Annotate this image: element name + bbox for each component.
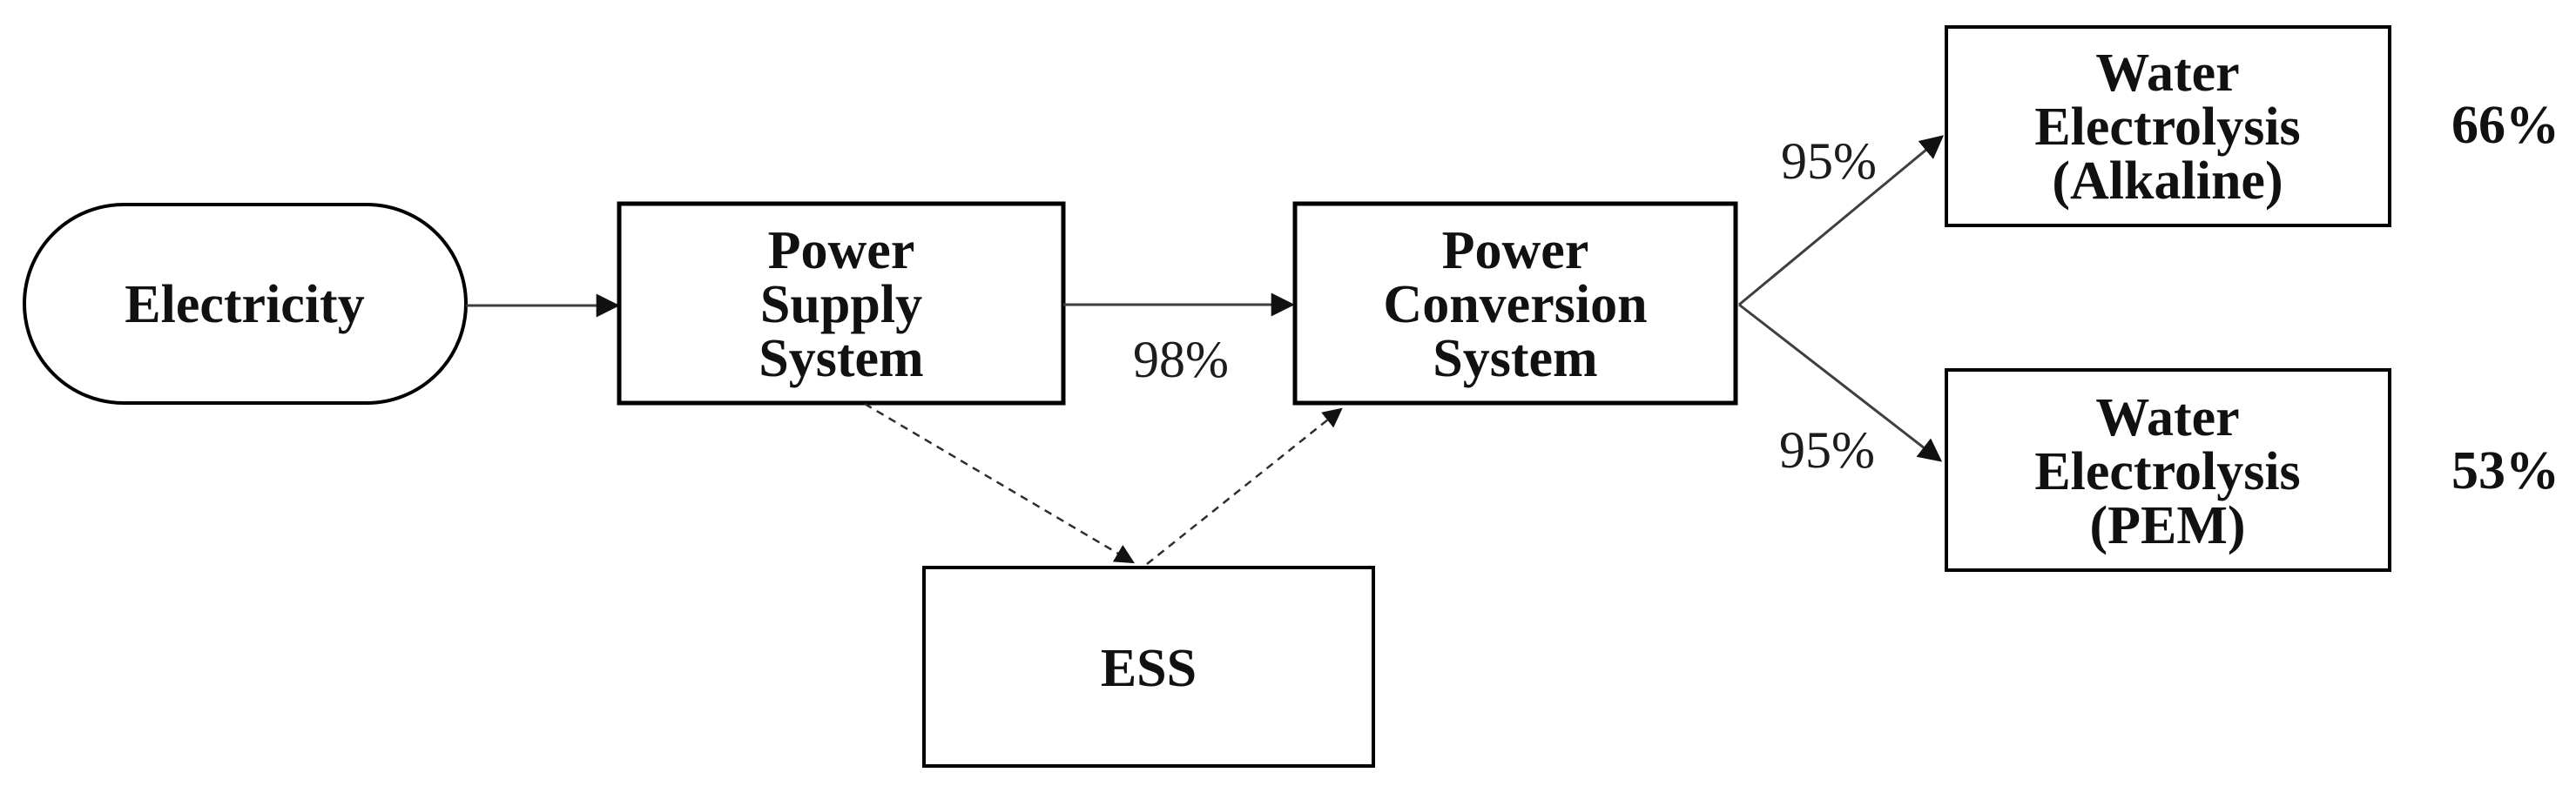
node-alkaline-label-line3: (Alkaline) (2052, 151, 2283, 211)
node-water-electrolysis-alkaline (1945, 25, 2391, 227)
efficiency-label-pem: 53% (2451, 441, 2559, 500)
edge-label-95-top: 95% (1781, 132, 1877, 190)
edge-label-95-bottom: 95% (1779, 421, 1875, 479)
node-power-conversion (1292, 201, 1738, 406)
node-power-conversion-label-line3: System (1433, 329, 1597, 388)
edge-label-98: 98% (1133, 331, 1229, 388)
node-electricity (23, 203, 468, 405)
dashed-arrow-ess-to-conversion (1146, 407, 1343, 565)
node-power-supply-label-line1: Power (768, 221, 915, 280)
node-pem-label-line1: Water (2095, 388, 2239, 447)
efficiency-label-alkaline: 66% (2451, 96, 2559, 155)
dashed-arrow-supply-to-ess (864, 402, 1135, 564)
node-power-conversion-label-line2: Conversion (1383, 275, 1647, 334)
node-ess-label: ESS (1101, 639, 1197, 698)
node-water-electrolysis-pem (1945, 368, 2391, 572)
node-electricity-label: Electricity (125, 275, 364, 334)
arrow-conversion-to-alkaline (1738, 135, 1945, 306)
node-power-supply-label-line3: System (759, 329, 923, 388)
node-power-conversion-label-line1: Power (1442, 221, 1589, 280)
node-alkaline-label-line2: Electrolysis (2034, 97, 2300, 157)
arrow-conversion-to-pem (1738, 303, 1943, 462)
node-power-supply (617, 201, 1066, 406)
node-ess (922, 566, 1375, 768)
node-pem-label-line2: Electrolysis (2034, 442, 2300, 501)
node-pem-label-line3: (PEM) (2089, 496, 2245, 555)
node-alkaline-label-line1: Water (2095, 44, 2239, 103)
node-power-supply-label-line2: Supply (760, 275, 922, 334)
